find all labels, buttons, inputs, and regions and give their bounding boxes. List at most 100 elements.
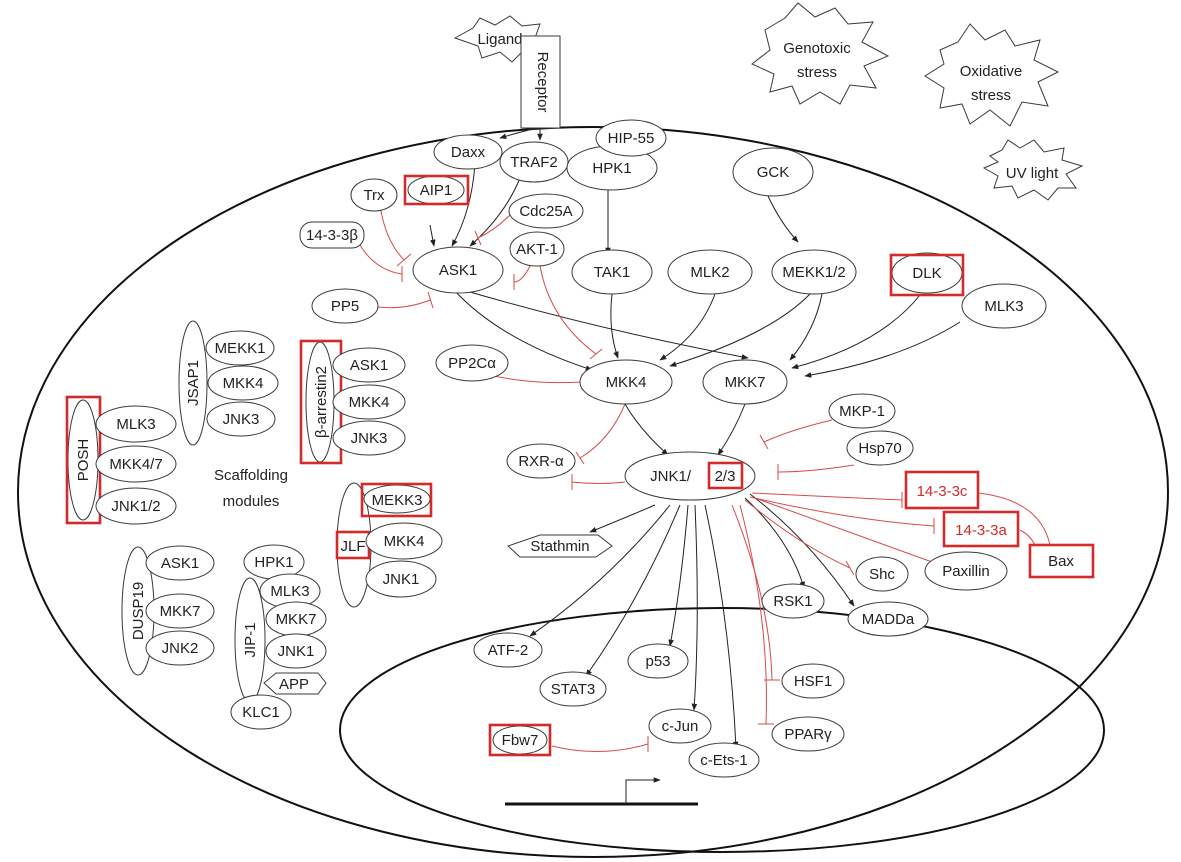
receptor-label: Receptor [534,52,551,113]
node-traf2: TRAF2 [499,141,569,183]
scaffold-posh: POSH MLK3 MKK4/7 JNK1/2 [65,395,177,525]
uv-light-label: UV light [1006,165,1059,182]
node-stat3: STAT3 [539,671,607,707]
scaffolding-caption-2: modules [223,493,280,510]
aip1-label: AIP1 [420,182,453,199]
stathmin-label: Stathmin [530,538,589,555]
inhibition-lines [359,204,1051,752]
dusp19-name: DUSP19 [130,582,147,640]
oxidative-label-2: stress [971,87,1011,104]
node-atf2: ATF-2 [473,632,543,668]
node-akt1: AKT-1 [509,231,565,267]
oxidative-stress-star: Oxidative stress [924,23,1060,127]
hsp70-label: Hsp70 [858,440,901,457]
hip55-label: HIP-55 [608,130,655,147]
jlp-item-2: MKK4 [384,533,425,550]
mkp1-label: MKP-1 [839,403,885,420]
ligand-star: Ligand [453,15,543,63]
jnk-label: JNK1/ [650,468,692,485]
node-pp2ca: PP2Cα [435,344,509,382]
node-bax: Bax [1028,543,1095,579]
posh-item-3: JNK1/2 [111,498,160,515]
daxx-label: Daxx [451,144,486,161]
jlp-item-3: JNK1 [383,571,420,588]
node-cdc25a: Cdc25A [508,193,584,229]
dusp19-item-3: JNK2 [162,640,199,657]
p14-3-3a-label: 14-3-3a [955,522,1007,539]
node-daxx: Daxx [433,134,503,170]
fbw7-label: Fbw7 [502,732,539,749]
node-rsk1: RSK1 [761,583,825,619]
posh-item-2: MKK4/7 [109,456,162,473]
jsap1-item-1: MEKK1 [215,340,266,357]
gck-label: GCK [757,164,790,181]
node-14-3-3b: 14-3-3β [299,221,365,249]
node-madda: MADDa [847,601,929,637]
hsf1-label: HSF1 [794,673,832,690]
ask1-label: ASK1 [439,262,477,279]
node-tak1: TAK1 [571,249,653,295]
rsk1-label: RSK1 [773,593,812,610]
node-mekk12: MEKK1/2 [771,249,857,295]
hpk1-label: HPK1 [592,160,631,177]
bax-label: Bax [1048,553,1074,570]
barrestin2-item-2: MKK4 [349,394,390,411]
receptor-box: Receptor [520,35,561,129]
node-cjun: c-Jun [648,708,712,744]
genotoxic-label-1: Genotoxic [783,40,851,57]
genotoxic-stress-star: Genotoxic stress [751,2,890,105]
rxra-label: RXR-α [518,453,564,470]
shc-label: Shc [869,566,895,583]
node-hip55: HIP-55 [595,119,667,157]
dusp19-item-1: ASK1 [161,555,199,572]
node-mkk4: MKK4 [579,359,673,405]
posh-item-1: MLK3 [116,416,155,433]
scaffold-jip1: JIP-1 HPK1 MLK3 MKK7 JNK1 APP KLC1 [230,544,327,730]
scaffold-jsap1: JSAP1 MEKK1 MKK4 JNK3 [178,320,279,446]
p14-3-3b-label: 14-3-3β [306,227,358,244]
jip1-item-5: APP [279,676,309,693]
uv-light-star: UV light [982,139,1084,201]
node-hsf1: HSF1 [781,663,845,699]
cell-membrane [17,126,1169,858]
scaffold-jlp: JLF MEKK3 MKK4 JNK1 [335,482,443,608]
atf2-label: ATF-2 [488,642,529,659]
node-paxillin: Paxillin [924,551,1008,591]
jip1-item-6: KLC1 [242,704,280,721]
dusp19-item-2: MKK7 [160,603,201,620]
jip1-item-1: HPK1 [254,554,293,571]
mlk3-label: MLK3 [984,298,1023,315]
node-dlk: DLK [889,252,965,297]
traf2-label: TRAF2 [510,154,558,171]
node-shc: Shc [855,556,909,592]
node-ask1: ASK1 [412,246,504,294]
node-aip1: AIP1 [403,174,470,206]
jip1-item-4: JNK1 [278,643,315,660]
paxillin-label: Paxillin [942,563,990,580]
barrestin2-name: β-arrestin2 [313,366,330,438]
oxidative-label-1: Oxidative [960,63,1023,80]
jip1-name: JIP-1 [242,622,259,657]
genotoxic-label-2: stress [797,64,837,81]
cdc25a-label: Cdc25A [519,203,572,220]
node-cets1: c-Ets-1 [688,742,760,778]
node-pparg: PPARγ [771,716,845,752]
jsap1-item-3: JNK3 [223,411,260,428]
cjun-label: c-Jun [662,718,699,735]
tak1-label: TAK1 [594,264,630,281]
node-gck: GCK [732,147,814,197]
node-mlk2: MLK2 [667,249,753,295]
mlk2-label: MLK2 [690,264,729,281]
node-hpk1: HPK1 [566,145,658,191]
mkk4-label: MKK4 [606,374,647,391]
scaffolding-caption-1: Scaffolding [214,467,288,484]
barrestin2-item-1: ASK1 [350,357,388,374]
jip1-item-3: MKK7 [276,611,317,628]
mekk12-label: MEKK1/2 [782,264,845,281]
node-stathmin: Stathmin [507,534,613,558]
node-mkk7: MKK7 [702,359,788,405]
pp2ca-label: PP2Cα [448,355,496,372]
jlp-item-1: MEKK3 [372,492,423,509]
p14-3-3c-label: 14-3-3c [917,483,968,500]
